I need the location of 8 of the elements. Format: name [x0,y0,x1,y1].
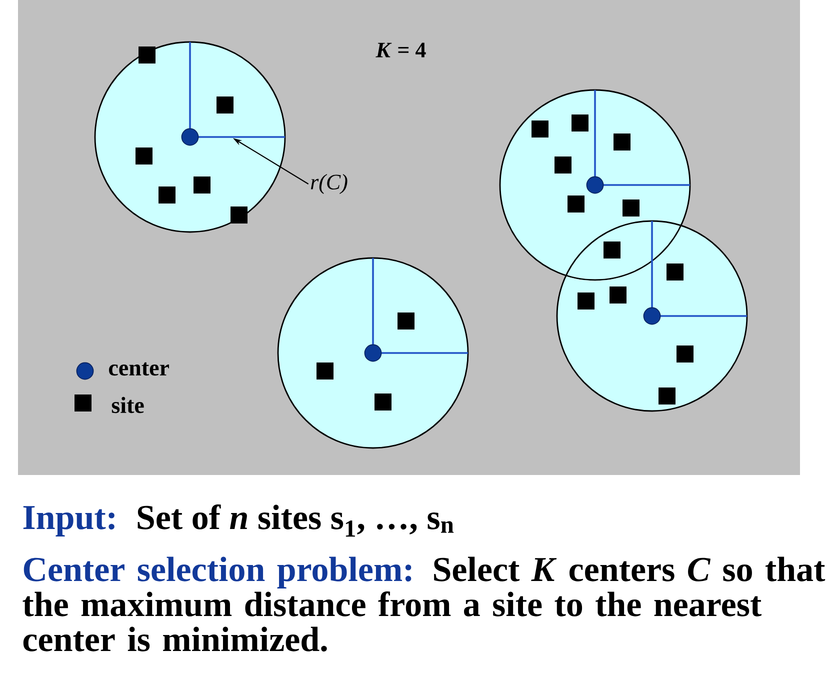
legend-label: center [109,362,169,376]
legend-label: site [112,396,144,414]
input-heading: Input: [23,506,114,536]
parameter-label: K = 4 [376,42,426,58]
radius-label: r(C) [310,174,348,194]
radius-line [198,136,285,138]
input-text: Set of n sites s$_{1}$, …, s$_{n}$ [138,504,454,537]
problem-statement: Center selection problem: Select K centers C so that the maximum distance from a site to the nearest center is minimized. [22,556,826,652]
